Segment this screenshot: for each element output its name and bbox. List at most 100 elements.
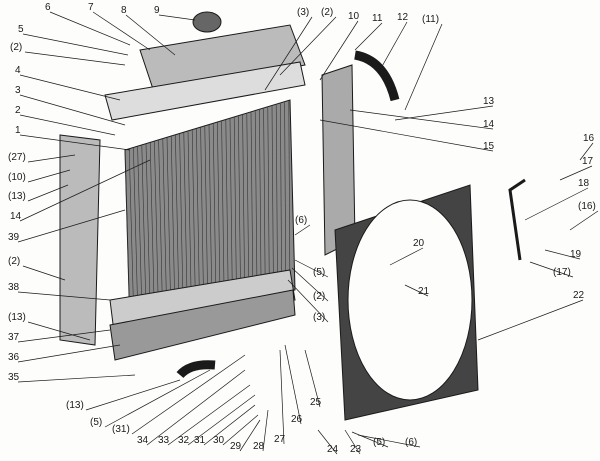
part-label: 34 xyxy=(137,435,149,446)
part-label: 9 xyxy=(154,5,160,16)
part-label: (13) xyxy=(8,312,26,323)
part-label: 15 xyxy=(483,141,495,152)
leader-line xyxy=(351,431,389,448)
leader-line xyxy=(294,224,311,236)
part-label: 8 xyxy=(121,5,127,16)
part-label: 1 xyxy=(15,125,21,136)
support-rod xyxy=(508,178,526,261)
part-label: (16) xyxy=(578,201,596,212)
leader-line xyxy=(19,134,131,151)
part-label: 36 xyxy=(8,352,20,363)
leader-line xyxy=(92,11,151,51)
part-label: (6) xyxy=(405,437,417,448)
part-label: (31) xyxy=(112,424,130,435)
radiator-fin xyxy=(217,122,221,309)
radiator-fin xyxy=(280,103,283,294)
part-label: 17 xyxy=(582,156,594,167)
radiator-fin xyxy=(221,121,225,308)
leader-line xyxy=(404,284,429,297)
leader-line xyxy=(19,159,151,222)
part-label: (5) xyxy=(313,267,325,278)
part-label: (2) xyxy=(8,256,20,267)
leader-line xyxy=(389,247,424,266)
radiator-fin xyxy=(191,129,196,315)
leader-line xyxy=(104,369,211,428)
part-label: 30 xyxy=(213,435,225,446)
leader-line xyxy=(167,384,251,446)
part-label: (10) xyxy=(8,172,26,183)
part-label: (17) xyxy=(553,267,571,278)
radiator-fin xyxy=(284,102,287,293)
part-label: 25 xyxy=(310,397,322,408)
radiator-fin xyxy=(225,119,229,307)
part-label: (27) xyxy=(8,152,26,163)
fan-shroud xyxy=(334,184,479,421)
leader-line xyxy=(344,429,361,455)
left-side-panel xyxy=(59,134,101,346)
leader-line xyxy=(24,51,126,66)
radiator-fin xyxy=(267,107,270,297)
part-label: (6) xyxy=(295,215,307,226)
part-label: 3 xyxy=(15,85,21,96)
radiator-fin xyxy=(233,117,237,305)
radiator-fin xyxy=(179,133,184,318)
leader-line xyxy=(287,279,329,323)
leader-line xyxy=(27,321,91,341)
leader-line xyxy=(579,142,594,161)
leader-line xyxy=(27,169,71,183)
part-label: (5) xyxy=(90,417,102,428)
part-label: 14 xyxy=(483,119,495,130)
part-label: 16 xyxy=(583,133,595,144)
leader-line xyxy=(529,261,574,278)
radiator-fin xyxy=(200,127,205,313)
leader-line xyxy=(317,429,338,455)
leader-line xyxy=(379,21,408,71)
leader-line xyxy=(17,209,126,243)
radiator-fin xyxy=(259,109,262,299)
part-label: 39 xyxy=(8,232,20,243)
part-label: 31 xyxy=(194,435,206,446)
part-label: 26 xyxy=(291,414,303,425)
part-label: 37 xyxy=(8,332,20,343)
part-label: 28 xyxy=(253,441,265,452)
part-label: 19 xyxy=(570,249,582,260)
leader-line xyxy=(131,354,246,435)
leader-line xyxy=(569,210,599,231)
leader-line xyxy=(319,20,359,81)
leader-line xyxy=(19,94,126,126)
leader-line xyxy=(158,14,196,21)
part-label: 33 xyxy=(158,435,170,446)
leader-line xyxy=(17,374,136,383)
leader-line xyxy=(262,409,269,452)
leader-line xyxy=(49,11,131,46)
part-label: 29 xyxy=(230,441,242,452)
leader-line xyxy=(22,33,129,56)
part-label: 32 xyxy=(178,435,190,446)
top-tank xyxy=(104,11,306,121)
part-label: 23 xyxy=(350,444,362,455)
part-label: 21 xyxy=(418,286,430,297)
radiator-cap xyxy=(192,11,222,33)
part-label: 13 xyxy=(483,96,495,107)
leader-line xyxy=(544,249,581,260)
part-label: 38 xyxy=(8,282,20,293)
leader-line xyxy=(125,14,176,56)
leader-line xyxy=(17,291,111,301)
part-label: 20 xyxy=(413,238,425,249)
part-label: (11) xyxy=(422,14,439,25)
radiator-fin xyxy=(238,116,241,304)
part-label: 4 xyxy=(15,65,21,76)
leader-line xyxy=(17,344,121,363)
leader-line xyxy=(357,434,421,448)
leader-line xyxy=(524,187,589,221)
leader-line xyxy=(222,414,259,446)
radiator-fin xyxy=(288,101,291,292)
part-label: 5 xyxy=(18,24,24,35)
leader-line xyxy=(19,114,116,136)
radiator-fin xyxy=(254,111,258,300)
radiator-fin xyxy=(204,126,209,312)
radiator-fin xyxy=(212,123,217,310)
leader-line xyxy=(17,329,111,343)
